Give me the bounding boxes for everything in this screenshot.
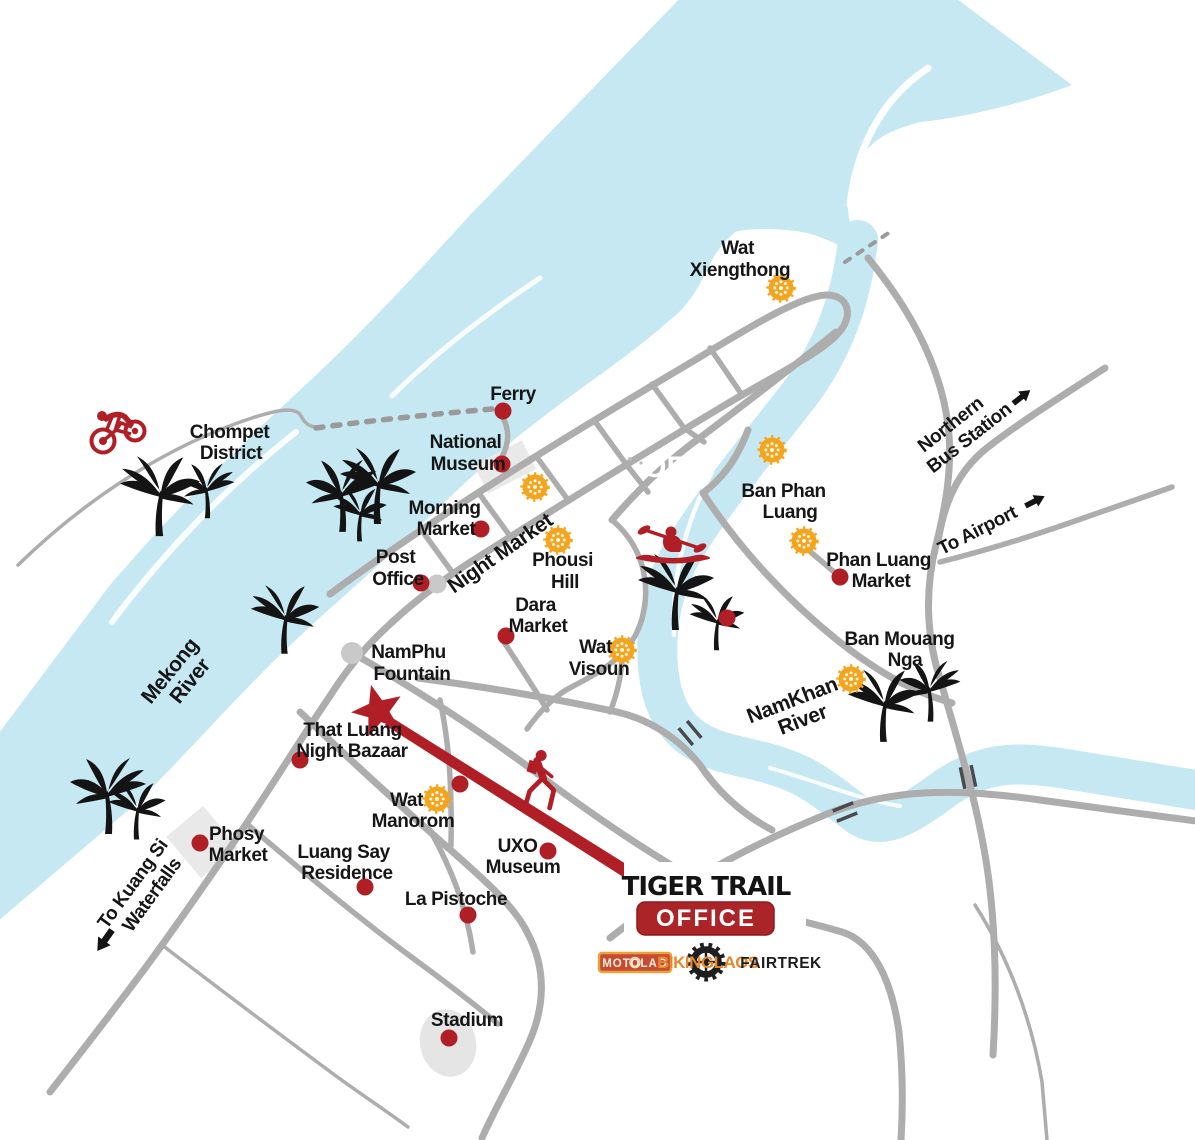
ghost-text: OF [643,451,685,484]
label-ban-phan-luang: Ban Phan Luang [741,481,830,523]
motolao-ring-icon [629,956,641,969]
label-post-office: Post Office [372,547,423,590]
label-phousi-hill: Phousi Hill [532,550,598,593]
label-la-pistoche: La Pistoche [405,889,507,910]
label-namkhan-river: NamKhan River [744,671,854,749]
svg-text:FAIRTREK: FAIRTREK [740,955,822,972]
office-badge-text: OFFICE [656,905,756,932]
temple-wheel-icon-wat-manorom [425,787,450,812]
chainring-gear-icon [686,942,726,982]
southwest-street [160,943,410,1129]
speckle [648,457,652,461]
marker-riverside [718,609,736,627]
dara-street [501,639,550,713]
office-badge [636,901,775,936]
label-namphu-fountain: NamPhu Fountain [371,642,451,685]
speckle [628,457,632,461]
office-arrow [385,717,634,880]
label-ferry: Ferry [490,384,536,405]
that-luang-street [296,708,545,1140]
office-brand-text: TIGER TRAIL [622,872,791,902]
marker-wat-manorom [451,775,469,793]
marker-phan-luang-market [831,568,849,586]
label-stadium: Stadium [431,1010,503,1031]
mekong-river-shape [0,0,1072,920]
post-office-junction-circle [427,574,447,594]
bikinglaos-logo: BIKINGLAOS [657,942,760,982]
palm-tree-icon [689,595,745,651]
marker-stadium [440,1029,458,1047]
namkhan-river-shape [637,220,1195,842]
watermark: OF [628,451,685,484]
river-swoosh [846,64,932,209]
svg-text:BIKINGLAOS: BIKINGLAOS [657,953,759,972]
svg-text:NamKhan River: NamKhan River [744,671,854,749]
peninsula-main-road [46,291,851,1096]
airport-arrow-icon [1022,490,1048,512]
office-star-icon [351,684,401,737]
namphu-junction-circle [341,642,363,664]
river-swoosh [768,766,902,808]
chompet-road [16,408,319,567]
ferry-crossing-line [313,406,495,431]
label-wat-visoun: Wat Visoun [569,637,630,680]
kuang-si-arrow-icon [91,925,119,956]
label-wat-manorom: Wat Manorom [372,790,455,832]
fairtrek-logo: FAIRTREK [740,955,822,972]
peninsula-cross-streets [417,345,743,575]
bus-station-arrow-icon [1009,385,1035,409]
southeast-thin-road [973,903,1049,1140]
label-morning-market: Morning Market [408,498,485,540]
marker-phosy-market [191,834,209,852]
label-that-luang-night-bazaar: That Luang Night Bazaar [296,720,408,762]
la-pistoche-street [427,827,476,955]
label-luang-say-residence: Luang Say Residence [297,842,394,884]
bus-station-road [934,364,1109,546]
speckle [639,461,643,465]
office-sign: TIGER TRAIL OFFICE [622,862,806,946]
partner-logos: MOTOLAO BIKINGLAOS FAIRTREK [597,942,822,982]
label-dara-market: Dara Market [509,595,569,637]
tip-ferry-crossing-line [843,230,892,264]
office-pointer [351,684,634,880]
airport-road [937,484,1175,565]
label-uxo-museum: UXO Museum [486,836,561,878]
east-road [414,674,776,834]
motolao-logo: MOTOLAO [597,951,673,974]
label-wat-xiengthong: Wat Xiengthong [690,238,790,281]
svg-text:Northern Bus Station: Northern Bus Station [910,382,1016,478]
kayaker-icon [636,525,710,564]
label-phan-luang-market: Phan Luang Market [826,550,936,592]
label-national-museum: National Museum [430,432,507,475]
temple-wheel-icon-ban-phan-north [760,438,785,463]
mountain-biker-icon [89,411,147,455]
temple-wheel-icon-ban-phan-south [792,529,817,554]
label-chompet-district: Chompet District [190,422,274,464]
svg-text:MOTOLAO: MOTOLAO [602,958,668,970]
temple-wheel-icon-museum-area [523,475,548,500]
label-phosy-market: Phosy Market [209,824,269,866]
airport-trunk-road [864,254,999,1059]
marker-ferry [494,402,512,420]
phosy-street [245,822,501,1027]
river-swoosh [389,275,543,399]
label-ban-mouang-nga: Ban Mouang Nga [845,629,960,671]
river-swoosh [109,429,299,625]
